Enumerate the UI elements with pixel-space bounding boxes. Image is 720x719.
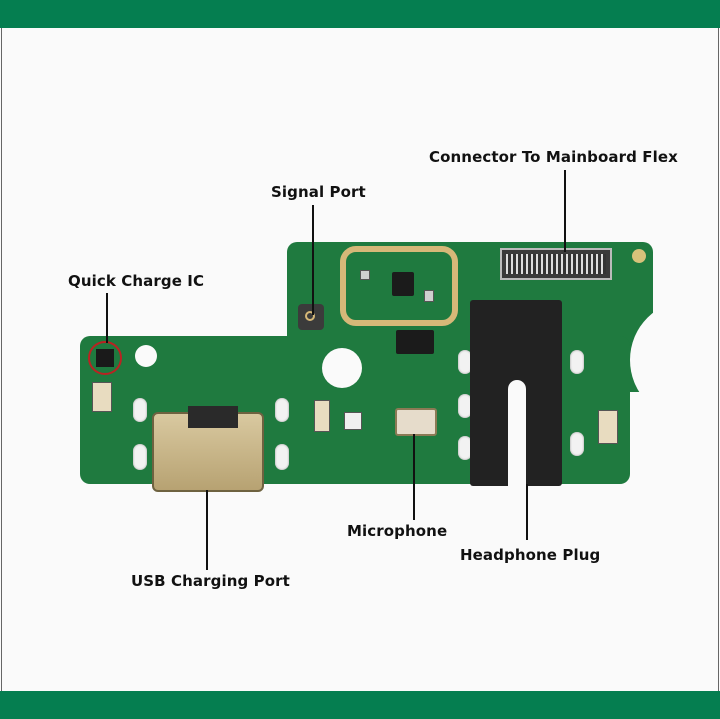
- usb-port-tab: [188, 406, 238, 428]
- label-signal-port: Signal Port: [271, 183, 366, 201]
- label-microphone: Microphone: [347, 522, 448, 540]
- leader-line-microphone: [413, 434, 415, 520]
- ic-chip: [392, 272, 414, 296]
- solder-slot: [458, 436, 472, 460]
- leader-line-quick-charge: [106, 293, 108, 343]
- smd-component: [344, 412, 362, 430]
- rf-shield-outline: [340, 246, 458, 326]
- gold-pad: [632, 249, 646, 263]
- antenna-contact: [598, 410, 618, 444]
- solder-slot: [275, 444, 289, 470]
- signal-port-connector: [298, 304, 324, 330]
- solder-slot: [458, 350, 472, 374]
- quick-charge-highlight-ring: [88, 341, 122, 375]
- smd-component: [424, 290, 434, 302]
- leader-line-connector: [564, 170, 566, 252]
- solder-slot: [133, 444, 147, 470]
- headphone-jack-slot: [508, 380, 526, 486]
- label-quick-charge-ic: Quick Charge IC: [68, 272, 205, 290]
- bottom-green-band: [0, 691, 720, 719]
- antenna-contact: [314, 400, 330, 432]
- leader-line-headphone: [526, 484, 528, 540]
- label-connector-to-mainboard-flex: Connector To Mainboard Flex: [429, 148, 678, 166]
- smd-component: [360, 270, 370, 280]
- mount-hole-center: [322, 348, 362, 388]
- leader-line-signal: [312, 205, 314, 315]
- solder-slot: [570, 432, 584, 456]
- antenna-contact: [92, 382, 112, 412]
- top-green-band: [0, 0, 720, 28]
- connector-pins: [506, 254, 606, 274]
- ic-chip: [396, 330, 434, 354]
- microphone-component: [395, 408, 437, 436]
- leader-line-usb: [206, 490, 208, 570]
- solder-slot: [458, 394, 472, 418]
- solder-slot: [570, 350, 584, 374]
- image-frame: [1, 28, 719, 691]
- label-usb-charging-port: USB Charging Port: [131, 572, 290, 590]
- mount-hole-left: [135, 345, 157, 367]
- solder-slot: [275, 398, 289, 422]
- solder-slot: [133, 398, 147, 422]
- label-headphone-plug: Headphone Plug: [460, 546, 601, 564]
